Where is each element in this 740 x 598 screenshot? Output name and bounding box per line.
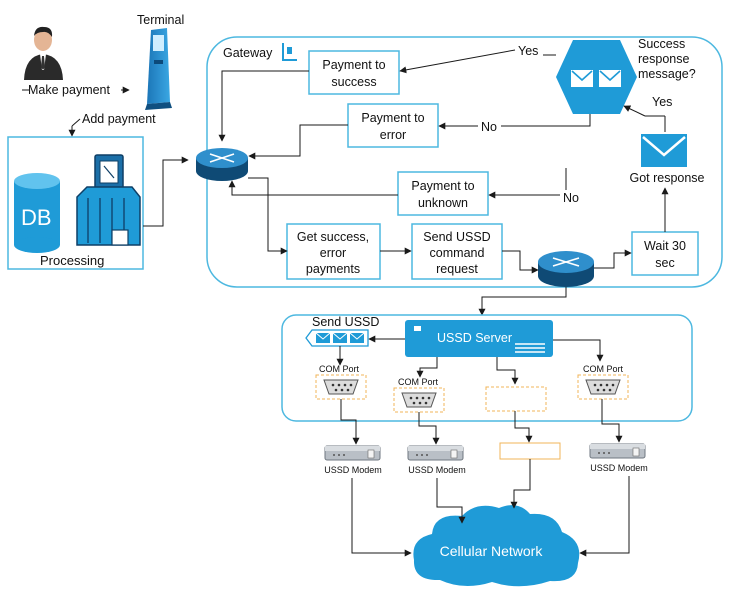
gateway-router-icon bbox=[196, 148, 248, 181]
get-success-line1: Get success, bbox=[297, 230, 369, 244]
decision-hexagon-icon bbox=[556, 40, 637, 114]
success-question-line1: Success bbox=[638, 37, 685, 51]
no-label-unknown: No bbox=[563, 191, 579, 205]
com-port-label-3: COM Port bbox=[583, 364, 624, 374]
payment-to-error-box bbox=[347, 103, 439, 148]
ussd-modem-icon-3 bbox=[589, 443, 646, 459]
processing-frame bbox=[7, 136, 144, 270]
payment-to-error-line1: Payment to bbox=[361, 111, 424, 125]
ussd-modem-label-3: USSD Modem bbox=[590, 463, 648, 473]
processing-label: Processing bbox=[40, 253, 104, 268]
server-cluster-icon bbox=[76, 154, 141, 246]
cellular-network-label: Cellular Network bbox=[440, 543, 544, 559]
ussd-modem-label-1: USSD Modem bbox=[324, 465, 382, 475]
gateway-logo-icon bbox=[282, 43, 297, 61]
payment-to-error-line2: error bbox=[380, 128, 406, 142]
ussd-panel bbox=[281, 314, 693, 422]
get-success-line3: payments bbox=[306, 262, 360, 276]
envelope-icon bbox=[641, 134, 687, 167]
send-ussd-line3: request bbox=[436, 262, 478, 276]
payment-to-success-line2: success bbox=[331, 75, 376, 89]
com-port-icon-1 bbox=[315, 374, 367, 400]
ussd-modem-label-2: USSD Modem bbox=[408, 465, 466, 475]
database-icon: DB bbox=[14, 173, 60, 253]
send-ussd-line1: Send USSD bbox=[423, 230, 490, 244]
ussd-server-icon bbox=[405, 320, 553, 357]
com-port-placeholder bbox=[485, 386, 547, 412]
add-payment-label: Add payment bbox=[82, 112, 156, 126]
payment-to-success-box bbox=[308, 50, 400, 95]
yes-label-success: Yes bbox=[518, 44, 538, 58]
make-payment-label: Make payment bbox=[28, 83, 111, 97]
send-ussd-messages-icon bbox=[305, 329, 369, 347]
send-ussd-line2: command bbox=[430, 246, 485, 260]
com-port-label-1: COM Port bbox=[319, 364, 360, 374]
send-ussd-command-box bbox=[411, 223, 503, 280]
gateway-title: Gateway bbox=[223, 46, 273, 60]
got-response-label: Got response bbox=[629, 171, 704, 185]
terminal-kiosk-icon bbox=[145, 28, 172, 110]
cellular-network-cloud-icon bbox=[413, 505, 580, 587]
wait-line1: Wait 30 bbox=[644, 239, 686, 253]
no-label-error: No bbox=[481, 120, 497, 134]
success-question-line3: message? bbox=[638, 67, 696, 81]
yes-label-response: Yes bbox=[652, 95, 672, 109]
success-question-line2: response bbox=[638, 52, 689, 66]
user-icon bbox=[24, 26, 63, 80]
get-success-line2: error bbox=[320, 246, 346, 260]
ussd-server-label: USSD Server bbox=[437, 331, 512, 345]
ussd-modem-icon-2 bbox=[407, 445, 464, 461]
ussd-router-icon bbox=[538, 251, 594, 287]
wait-line2: sec bbox=[655, 256, 674, 270]
com-port-label-2: COM Port bbox=[398, 377, 439, 387]
com-port-icon-3 bbox=[577, 374, 629, 400]
payment-to-success-line1: Payment to bbox=[322, 58, 385, 72]
terminal-label: Terminal bbox=[137, 13, 184, 27]
payment-to-unknown-box bbox=[397, 171, 489, 216]
payment-to-unknown-line2: unknown bbox=[418, 196, 468, 210]
modem-placeholder bbox=[499, 442, 561, 460]
wait-box bbox=[631, 231, 699, 276]
payment-to-unknown-line1: Payment to bbox=[411, 179, 474, 193]
com-port-icon-2 bbox=[393, 387, 445, 413]
db-label: DB bbox=[21, 205, 52, 230]
send-ussd-label: Send USSD bbox=[312, 315, 379, 329]
ussd-modem-icon-1 bbox=[324, 445, 381, 461]
